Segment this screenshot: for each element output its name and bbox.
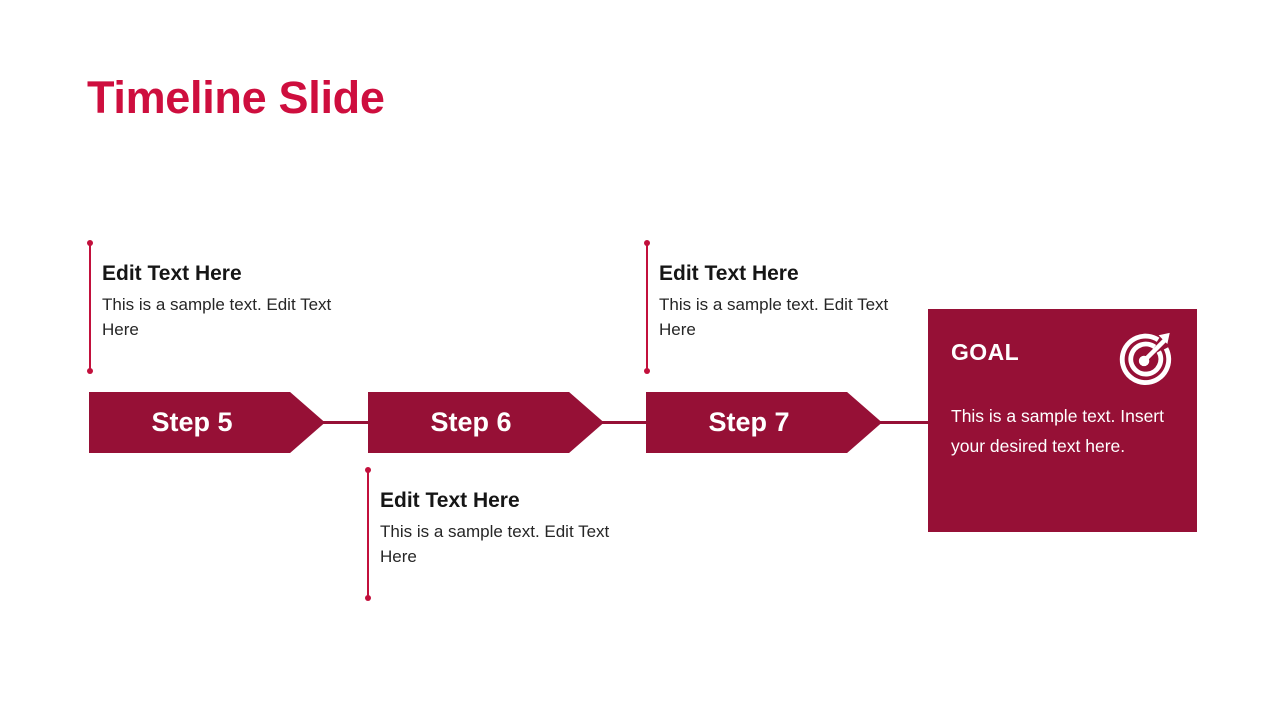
accent-line — [89, 241, 91, 373]
goal-body: This is a sample text. Insert your desir… — [951, 406, 1164, 457]
accent-dot-top-icon — [644, 240, 650, 246]
accent-dot-bottom-icon — [644, 368, 650, 374]
block-heading: Edit Text Here — [659, 262, 799, 285]
accent-dot-bottom-icon — [365, 595, 371, 601]
timeline-text-content: Edit Text Here This is a sample text. Ed… — [659, 261, 905, 343]
accent-dot-top-icon — [87, 240, 93, 246]
block-body: This is a sample text. Edit Text Here — [659, 295, 889, 339]
step-chevron-step-5[interactable]: Step 5 — [89, 392, 325, 453]
goal-title: GOAL — [951, 339, 1020, 365]
connector-line-step6-step7 — [596, 421, 650, 424]
connector-line-step5-step6 — [318, 421, 372, 424]
connector-line-step7-goal — [875, 421, 931, 424]
step-chevron-step-7[interactable]: Step 7 — [646, 392, 882, 453]
timeline-text-block-3[interactable]: Edit Text Here This is a sample text. Ed… — [365, 467, 630, 601]
accent-dot-bottom-icon — [87, 368, 93, 374]
timeline-text-content: Edit Text Here This is a sample text. Ed… — [102, 261, 348, 343]
timeline-text-block-1[interactable]: Edit Text Here This is a sample text. Ed… — [87, 240, 349, 374]
goal-card[interactable]: GOAL This is a sample text. Insert your … — [928, 309, 1197, 532]
page-title: Timeline Slide — [87, 72, 385, 123]
accent-dot-top-icon — [365, 467, 371, 473]
target-icon — [1115, 328, 1177, 390]
block-heading: Edit Text Here — [102, 262, 242, 285]
step-label: Step 5 — [151, 407, 233, 437]
block-body: This is a sample text. Edit Text Here — [380, 522, 610, 566]
block-body: This is a sample text. Edit Text Here — [102, 295, 332, 339]
step-label: Step 6 — [430, 407, 512, 437]
step-label: Step 7 — [708, 407, 790, 437]
timeline-text-block-2[interactable]: Edit Text Here This is a sample text. Ed… — [644, 240, 906, 374]
timeline-text-content: Edit Text Here This is a sample text. Ed… — [380, 488, 630, 570]
block-heading: Edit Text Here — [380, 489, 520, 512]
accent-line — [367, 468, 369, 600]
step-chevron-step-6[interactable]: Step 6 — [368, 392, 604, 453]
accent-line — [646, 241, 648, 373]
